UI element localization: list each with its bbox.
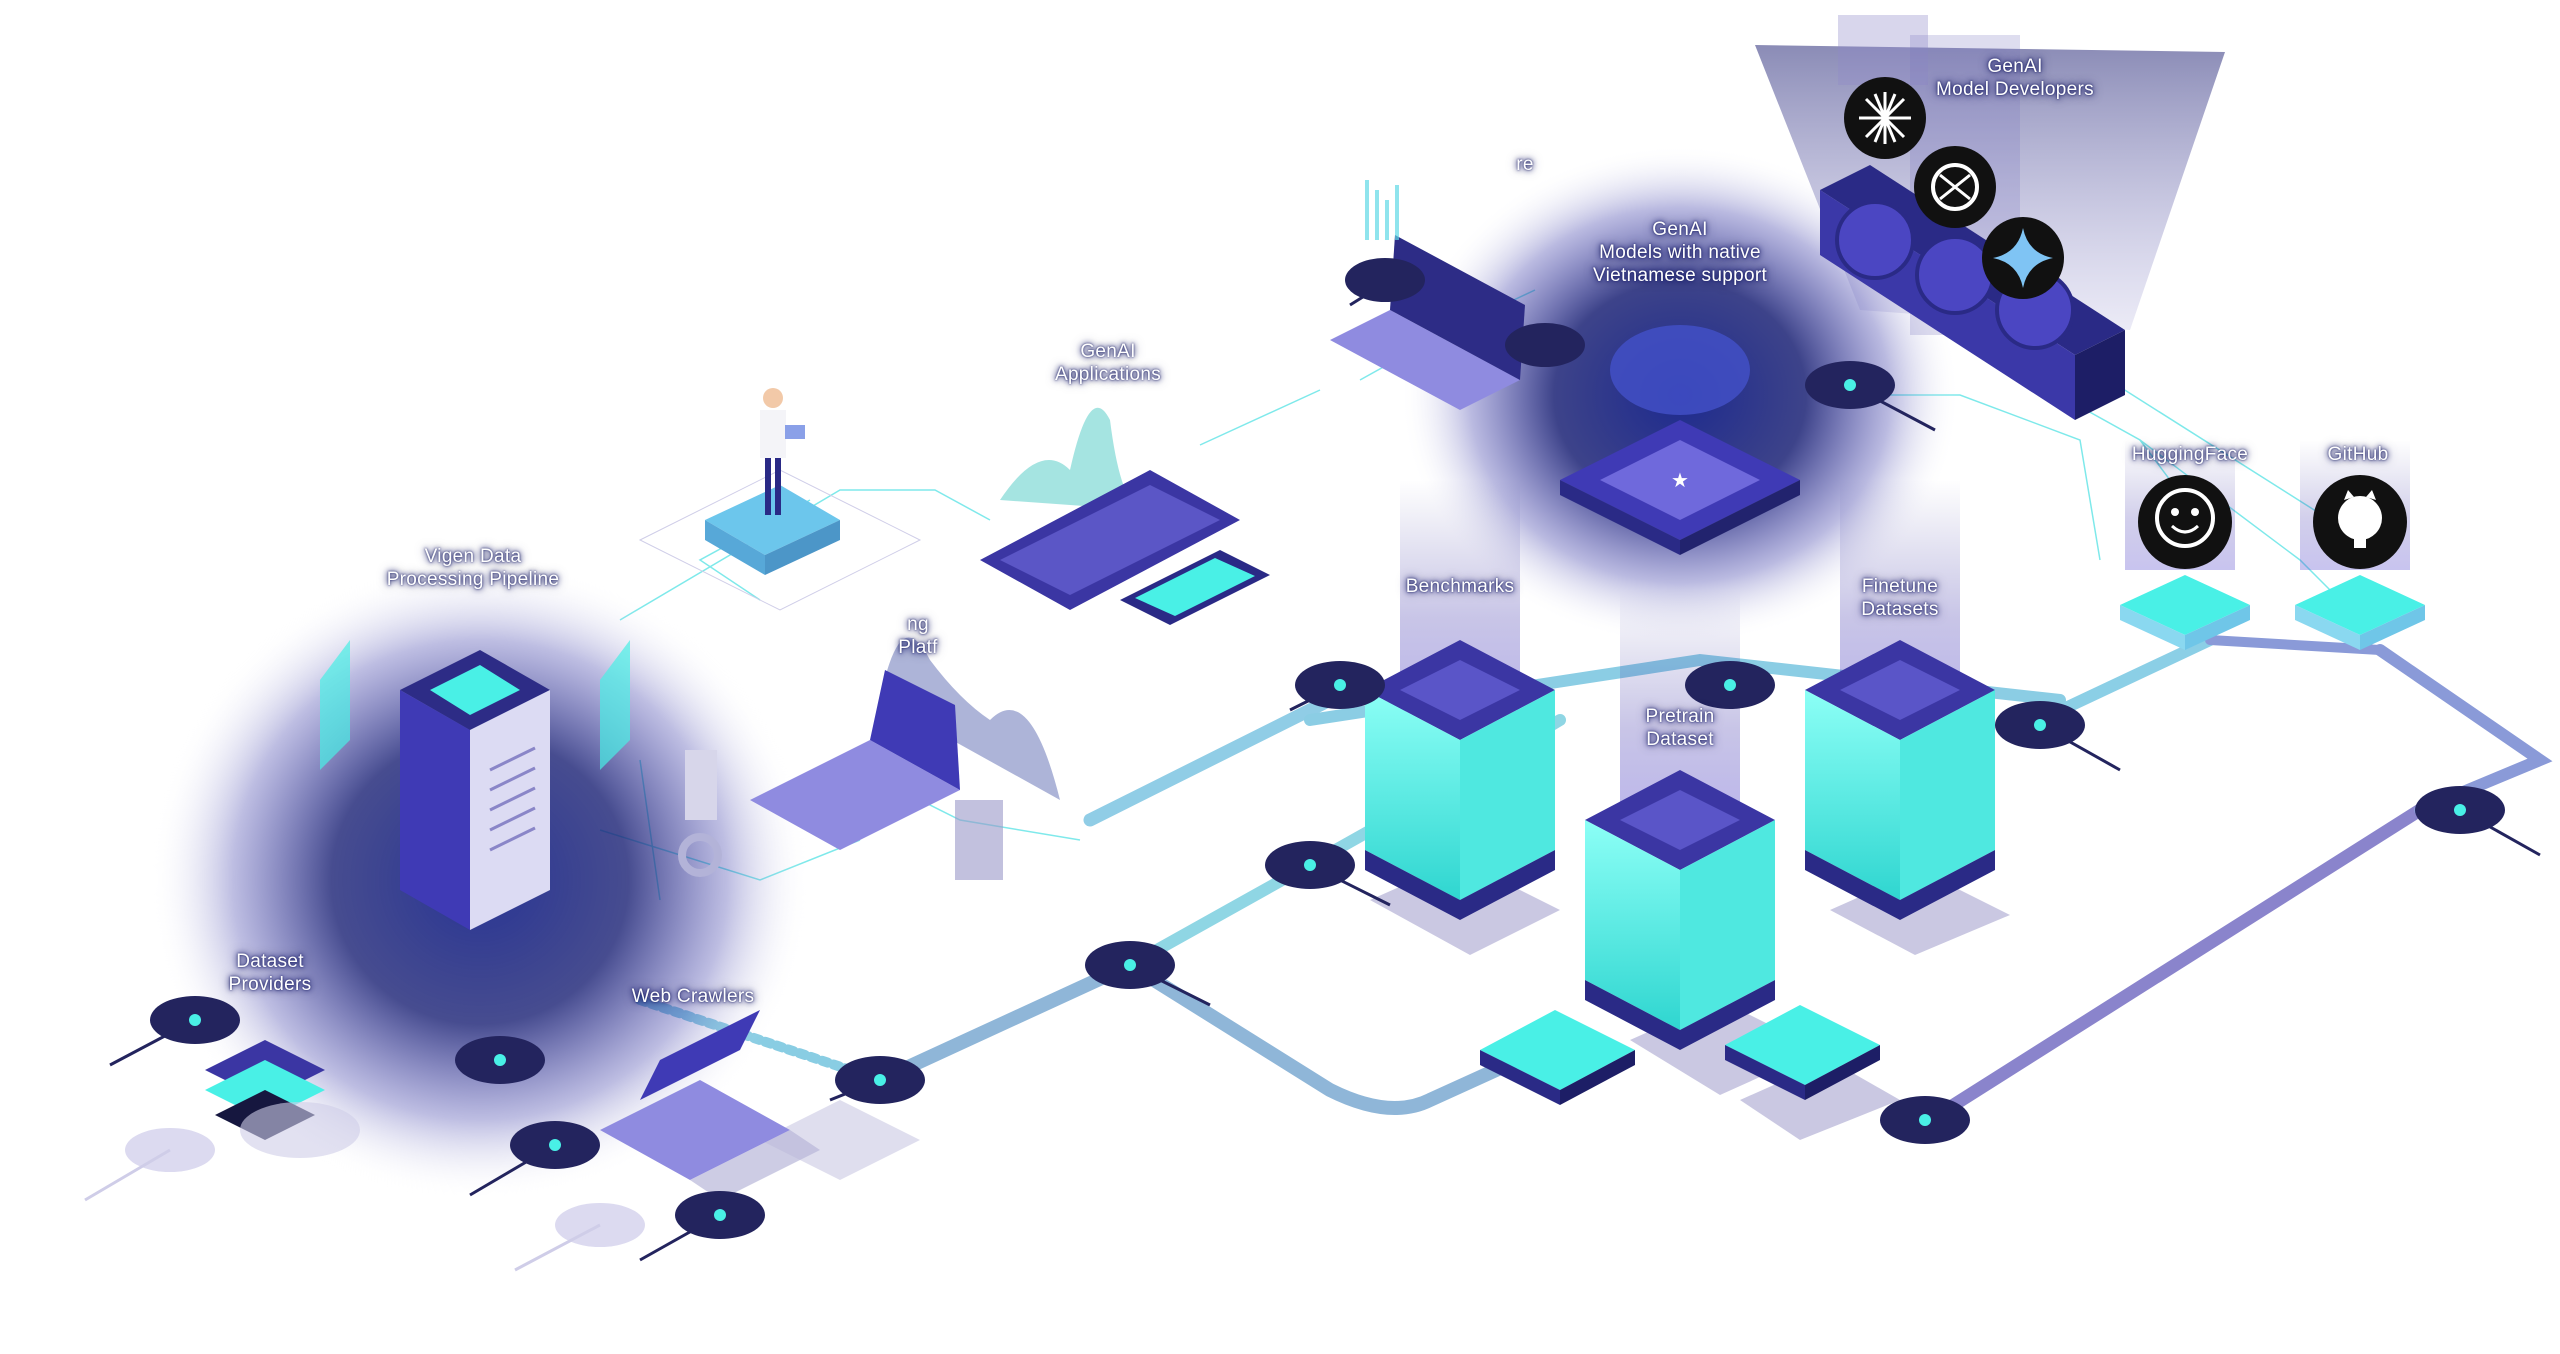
ai-chip: ★	[1560, 325, 1800, 555]
openai-icon	[1914, 146, 1996, 228]
bottom-pads	[1480, 1005, 1880, 1105]
label-pretrain-dataset: Pretrain Dataset	[1645, 706, 1715, 750]
label-vigen-pipeline: Vigen Data Processing Pipeline	[386, 546, 560, 590]
label-benchmarks: Benchmarks	[1405, 576, 1515, 597]
label-genai-models-vn: GenAI Models with native Vietnamese supp…	[1592, 219, 1768, 286]
vigen-server	[320, 640, 630, 930]
label-huggingface: HuggingFace	[2131, 444, 2249, 465]
web-crawler-laptop	[600, 1010, 820, 1200]
label-web-crawlers: Web Crawlers	[631, 986, 755, 1007]
label-genai-applications: GenAI Applications	[1054, 341, 1162, 385]
gemini-star-icon	[1982, 217, 2064, 299]
github-platform	[2295, 575, 2425, 650]
pretrain-tower	[1585, 770, 1775, 1050]
huggingface-icon	[2138, 475, 2232, 569]
label-genai-model-developers: GenAI Model Developers	[1936, 56, 2094, 100]
person-on-platform	[638, 388, 922, 611]
perplexity-like-burst-icon	[1844, 77, 1926, 159]
label-github: GitHub	[2327, 444, 2389, 465]
genai-applications-panel	[980, 407, 1270, 625]
laptop-middle	[678, 637, 1060, 880]
benchmarks-tower	[1365, 640, 1555, 920]
finetune-tower	[1805, 640, 1995, 920]
label-dataset-providers: Dataset Providers	[228, 951, 312, 995]
label-partial-top: re	[1516, 154, 1534, 175]
label-partial-platform: ng Platf	[898, 614, 938, 658]
label-finetune-datasets: Finetune Datasets	[1861, 576, 1939, 620]
github-icon	[2313, 475, 2407, 569]
huggingface-platform	[2120, 575, 2250, 650]
laptop-top	[1330, 180, 1525, 410]
junction-nodes	[84, 258, 2541, 1272]
svg-text:★: ★	[1671, 468, 1689, 492]
